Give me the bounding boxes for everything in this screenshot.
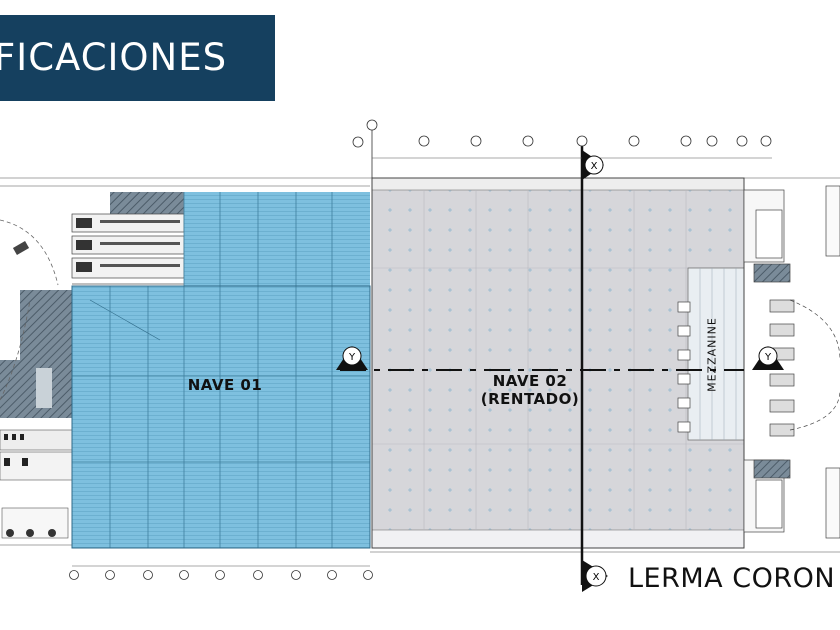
loading-docks-nave-01	[71, 192, 185, 285]
nave-02-area	[371, 177, 745, 549]
svg-text:Y: Y	[764, 352, 772, 363]
stair-core	[20, 290, 72, 360]
left-service-area	[0, 219, 73, 539]
title-banner: FICACIONES	[0, 15, 275, 101]
mezzanine-label: MEZZANINE	[705, 317, 719, 392]
page-title: FICACIONES	[0, 36, 228, 79]
column-grid-bottom	[69, 565, 373, 580]
loading-docks-nave-02	[677, 185, 840, 539]
axis-lines	[340, 140, 744, 585]
nave-01-area	[71, 192, 371, 549]
column-grid-top	[352, 119, 772, 178]
section-marker-x-top: X	[582, 150, 604, 180]
nave-02-sublabel: (RENTADO)	[480, 390, 580, 408]
svg-text:Y: Y	[348, 352, 356, 363]
section-marker-x-bottom: X	[582, 560, 608, 592]
svg-text:X: X	[591, 161, 598, 172]
mezzanine-area	[687, 267, 745, 441]
nave-02-label: NAVE 02	[492, 372, 568, 390]
svg-text:X: X	[593, 572, 600, 583]
street-name: LERMA CORON	[628, 563, 836, 594]
section-marker-y-right: Y	[752, 346, 784, 370]
section-marker-y-left: Y	[336, 346, 368, 370]
nave-01-label: NAVE 01	[187, 376, 263, 394]
